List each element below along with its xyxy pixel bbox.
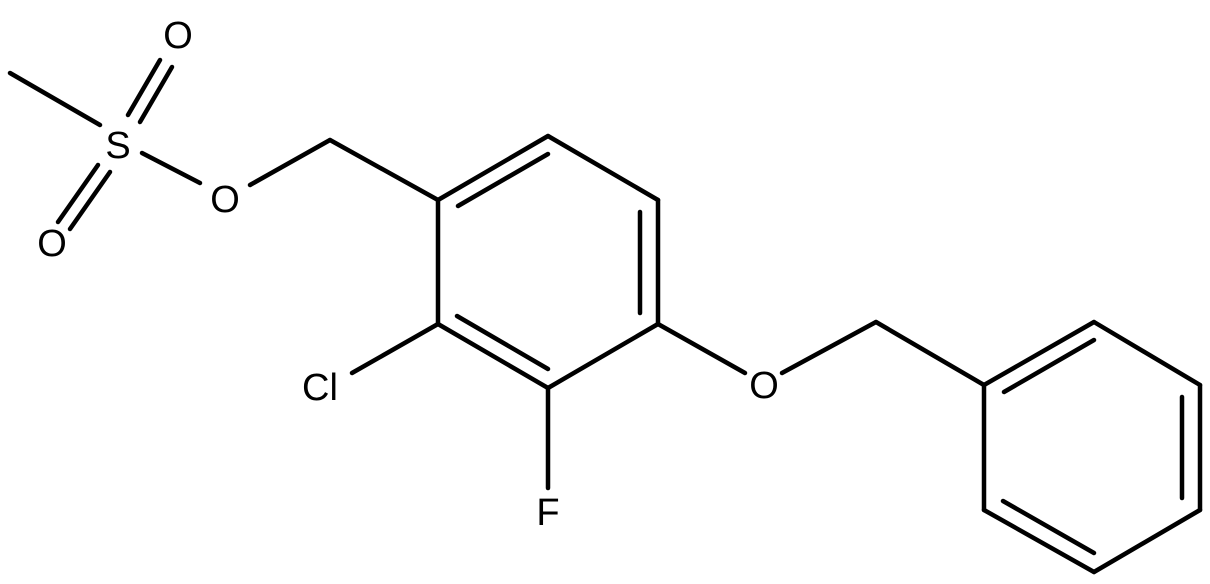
- atom-label-cl: Cl: [302, 367, 338, 409]
- bond-s-o-top-1: [125, 57, 163, 118]
- atom-label-s: S: [105, 125, 130, 167]
- bond-ch2-phenyl: [873, 319, 987, 388]
- bond-ring-cl: [349, 321, 441, 376]
- phenyl-bond-2: [1091, 319, 1203, 388]
- ring-bond-5-inner: [454, 313, 551, 372]
- atom-label-o-bottom: O: [37, 223, 67, 265]
- bond-s-o-ester: [139, 150, 203, 186]
- bond-ring-o-ether: [655, 321, 748, 376]
- ring-bond-2: [545, 133, 661, 203]
- bond-ch2-ring: [327, 137, 441, 203]
- atom-label-o-ester: O: [210, 179, 240, 221]
- phenyl-bond-5: [981, 507, 1097, 575]
- phenyl-bond-1-inner: [1001, 337, 1097, 395]
- atom-label-o-top: O: [163, 15, 193, 57]
- bond-ch3-s: [7, 70, 103, 128]
- ring-bond-1: [435, 133, 551, 203]
- ring-bond-5: [435, 321, 551, 391]
- atom-label-o-ether: O: [749, 365, 779, 407]
- phenyl-bond-5-inner: [1000, 498, 1097, 556]
- atom-label-f: F: [536, 492, 559, 534]
- ring-bond-4: [545, 321, 661, 391]
- phenyl-bond-1: [981, 319, 1097, 388]
- bond-o-ether-ch2: [779, 319, 879, 376]
- ring-bond-1-inner: [455, 151, 551, 209]
- bond-o-ch2: [247, 137, 333, 188]
- bond-s-o-bottom-1: [55, 162, 101, 225]
- phenyl-bond-4: [1091, 507, 1203, 575]
- bond-s-o-top-2: [137, 64, 175, 125]
- bond-s-o-bottom-2: [67, 169, 113, 232]
